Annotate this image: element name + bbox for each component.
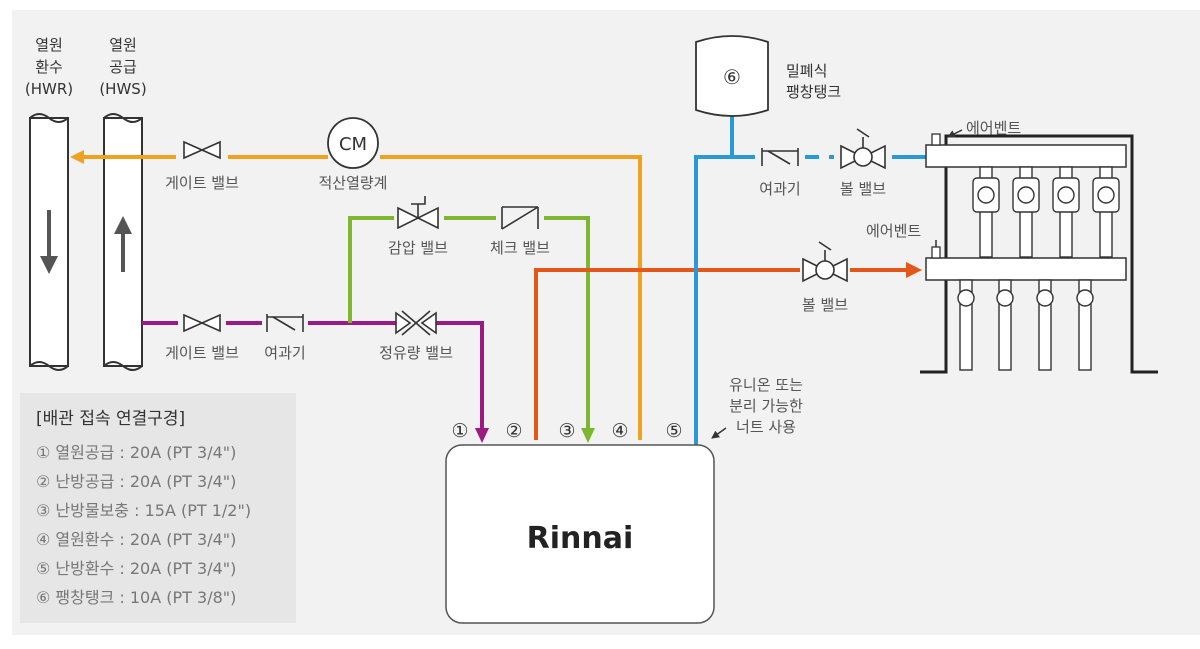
constant-flow-valve-icon <box>395 310 437 336</box>
pressure-valve-icon <box>397 196 439 230</box>
legend-item-4: ④ 열원환수 : 20A (PT 3/4") <box>36 530 236 549</box>
legend-title: [배관 접속 연결구경] <box>36 409 185 429</box>
union-note-pointer <box>711 427 727 439</box>
union-note-line1: 유니온 또는 <box>729 376 803 394</box>
air-vent-top-label: 에어벤트 <box>966 119 1021 137</box>
constant-flow-valve-label: 정유량 밸브 <box>379 344 453 362</box>
manifold <box>920 134 1158 374</box>
hwr-label-line1: 열원 <box>35 36 63 54</box>
legend-item-1: ① 열원공급 : 20A (PT 3/4") <box>36 443 236 462</box>
legend-item-2: ② 난방공급 : 20A (PT 3/4") <box>36 472 236 491</box>
legend-box <box>20 393 296 623</box>
gate-valve-top-icon <box>183 140 221 160</box>
check-valve-icon <box>501 206 539 230</box>
flow-meter-symbol: CM <box>339 134 367 155</box>
hws-pipe <box>103 113 143 371</box>
heating-supply-line <box>534 262 922 440</box>
expansion-tank-icon: ⑥ <box>695 35 769 117</box>
legend-item-6: ⑥ 팽창탱크 : 10A (PT 3/8") <box>36 588 236 607</box>
expansion-tank-label-line2: 팽창탱크 <box>786 83 841 101</box>
hws-label-line1: 열원 <box>109 36 137 54</box>
port-4-label: ④ <box>611 420 628 442</box>
ball-valve-top-label: 볼 밸브 <box>840 180 886 198</box>
ball-valve-top-icon <box>840 128 886 170</box>
ball-valve-mid-icon <box>802 241 848 283</box>
makeup-line <box>348 216 595 443</box>
expansion-tank-number: ⑥ <box>723 65 741 89</box>
ball-valve-mid-label: 볼 밸브 <box>802 296 848 314</box>
port-2-label: ② <box>505 420 522 442</box>
port-3-label: ③ <box>558 420 575 442</box>
strainer-bottom-label: 여과기 <box>264 344 305 362</box>
legend-item-3: ③ 난방물보충 : 15A (PT 1/2") <box>36 501 251 520</box>
gate-valve-top-label: 게이트 밸브 <box>165 174 239 192</box>
hws-label-line2: 공급 <box>109 58 137 76</box>
legend-item-5: ⑤ 난방환수 : 20A (PT 3/4") <box>36 559 236 578</box>
hwr-label-line3: (HWR) <box>25 80 73 98</box>
pressure-valve-label: 감압 밸브 <box>388 239 448 257</box>
strainer-top-label: 여과기 <box>759 180 800 198</box>
flow-meter-icon: CM <box>327 117 379 169</box>
port-1-label: ① <box>451 420 468 442</box>
hwr-return-line <box>70 150 642 440</box>
hwr-pipe <box>29 113 69 371</box>
flow-meter-label: 적산열량계 <box>318 174 387 192</box>
brand-logo: Rinnai <box>527 521 634 556</box>
gate-valve-bottom-label: 게이트 밸브 <box>165 344 239 362</box>
manifold-bottom-loops <box>957 279 1094 371</box>
strainer-top-icon <box>761 148 799 166</box>
gate-valve-bottom-icon <box>183 313 221 333</box>
check-valve-label: 체크 밸브 <box>490 239 550 257</box>
union-note-line2: 분리 가능한 <box>729 397 803 415</box>
hws-label-line3: (HWS) <box>99 80 146 98</box>
union-note-line3: 너트 사용 <box>736 418 796 436</box>
air-vent-top-pointer <box>947 129 963 138</box>
hwr-label-line2: 환수 <box>35 58 63 76</box>
air-vent-mid-icon <box>931 246 941 259</box>
port-5-label: ⑤ <box>665 420 682 442</box>
expansion-tank-label-line1: 밀폐식 <box>786 62 827 80</box>
boiler-unit <box>445 444 715 624</box>
strainer-bottom-icon <box>266 314 304 332</box>
manifold-top-loops <box>972 166 1120 258</box>
hws-supply-line <box>142 321 489 443</box>
air-vent-mid-label: 에어벤트 <box>866 222 921 240</box>
air-vent-top-icon <box>931 133 941 146</box>
